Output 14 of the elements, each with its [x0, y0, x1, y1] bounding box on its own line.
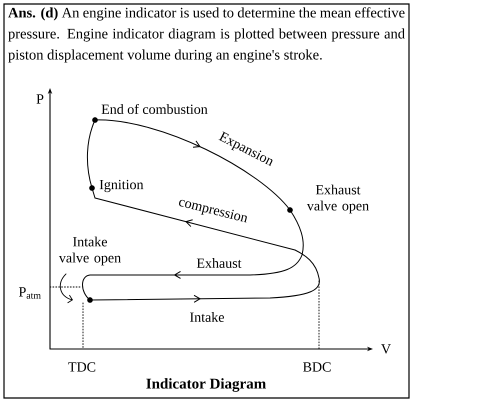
axis-label: TDC: [68, 362, 96, 372]
axis-label: P$_{atm}$: [18, 287, 41, 299]
point-label: Ignition: [100, 180, 144, 192]
axis-label: BDC: [303, 362, 331, 372]
axis-label: V: [381, 344, 391, 354]
process-label: Exhaust: [196, 258, 242, 268]
point-label: End of combustion: [102, 104, 208, 114]
answer-paragraph: Ans. (d) An engine indicator is used to determine the mean effective pressure. Engine indicator diagram is plotted between pressure and piston displacement volume during an engine's stroke.: [8, 7, 405, 63]
process-label: compression: [179, 200, 247, 223]
caption: Indicator Diagram: [146, 378, 266, 392]
point-label: Intake valve open: [58, 236, 121, 266]
point-label: Exhaust valve open: [306, 184, 369, 214]
axis-label: P: [36, 94, 44, 104]
process-label: Intake: [190, 312, 224, 322]
